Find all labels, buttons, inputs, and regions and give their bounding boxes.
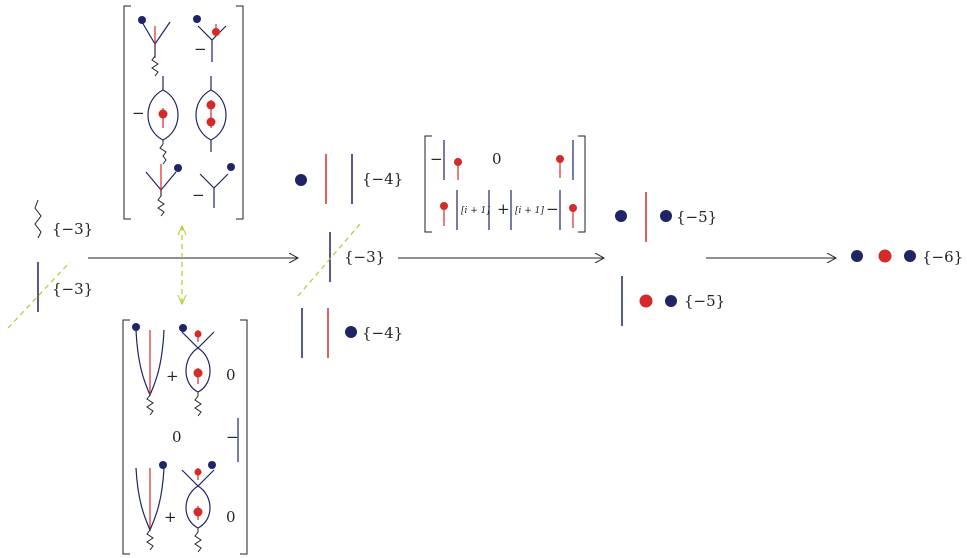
minus-sign: − [192, 186, 205, 204]
navy-dot [665, 295, 677, 307]
lens-diagram [147, 76, 179, 165]
minus-sign: − [194, 40, 207, 58]
navy-dot [660, 210, 672, 222]
plus-sign: + [164, 508, 177, 526]
minus-sign: − [132, 104, 145, 122]
bracket-left [424, 135, 432, 233]
degree-label: {−3} [52, 220, 93, 238]
bracket-left [122, 319, 130, 555]
column-4: {−6} [851, 248, 963, 266]
degree-label: {−3} [344, 248, 385, 266]
wavy-strand [34, 199, 42, 239]
cup-diagram [132, 323, 165, 416]
navy-dot [904, 250, 916, 262]
merge-diagram [193, 15, 227, 62]
navy-dot [345, 326, 357, 338]
zero-entry: 0 [226, 508, 236, 526]
bracket-right [578, 135, 586, 233]
zero-entry: 0 [172, 428, 182, 446]
degree-label: {−5} [684, 292, 725, 310]
bracket-right [236, 5, 244, 220]
column-2: {−4} {−3} {−4} [295, 154, 403, 358]
matrix-right: − 0 [i + 1] + [i + 1] − [424, 135, 586, 233]
zero-entry: 0 [226, 366, 236, 384]
navy-dot [615, 210, 627, 222]
bracket-right [240, 319, 248, 555]
index-label: [i + 1] [515, 206, 544, 216]
red-dot [639, 294, 653, 308]
minus-sign: − [226, 428, 239, 446]
cup-diagram [135, 461, 167, 551]
left-column: {−3} {−3} [7, 199, 93, 329]
split-diagram [145, 164, 182, 217]
split-diagram [199, 163, 235, 208]
degree-label: {−5} [676, 208, 717, 226]
degree-label: {−4} [362, 170, 403, 188]
navy-dot [851, 250, 863, 262]
lens-diagram [179, 324, 215, 417]
dashed-separator [7, 261, 71, 329]
red-dot [878, 249, 892, 263]
matrix-top: − − [123, 5, 244, 220]
navy-dot [295, 174, 307, 186]
red-dot [556, 155, 564, 163]
minus-sign: − [546, 200, 559, 218]
lens-diagram [181, 461, 216, 553]
plus-sign: + [497, 200, 510, 218]
degree-label: {−4} [362, 324, 403, 342]
dashed-separator [297, 223, 361, 297]
zero-entry: 0 [492, 150, 502, 168]
matrix-bottom: + 0 0 − + [122, 319, 248, 555]
merge-diagram [138, 16, 171, 77]
plus-sign: + [166, 367, 179, 385]
lens-diagram [195, 76, 227, 152]
minus-sign: − [430, 150, 443, 168]
bracket-left [123, 5, 131, 220]
degree-label: {−6} [922, 248, 963, 266]
column-3: {−5} {−5} [615, 192, 725, 326]
red-dot [454, 158, 462, 166]
index-label: [i + 1] [461, 206, 490, 216]
degree-label: {−3} [52, 280, 93, 298]
